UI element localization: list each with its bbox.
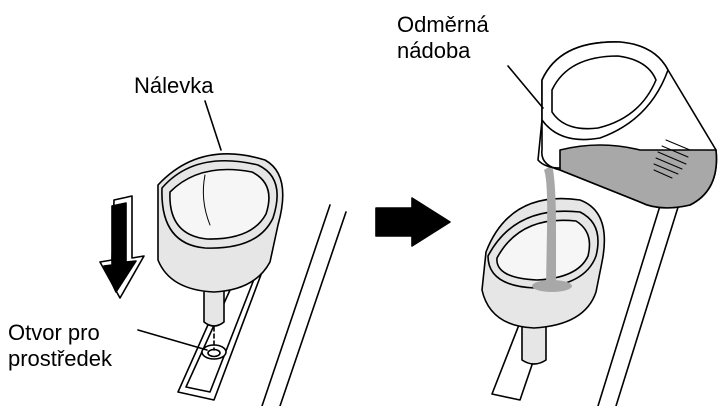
detergent-opening-label-line2: prostředek bbox=[8, 346, 112, 372]
measuring-cup-label-line2: nádoba bbox=[397, 38, 489, 64]
funnel-label: Nálevka bbox=[134, 73, 213, 99]
measuring-cup-label-line1: Odměrná bbox=[397, 12, 489, 38]
right-rail-inner bbox=[616, 188, 684, 406]
opening-leader bbox=[138, 330, 207, 350]
left-rail-inner bbox=[280, 212, 346, 406]
measuring-cup bbox=[538, 42, 716, 208]
down-arrow-icon bbox=[100, 196, 144, 298]
right-rail-outer bbox=[598, 180, 668, 406]
cup-leader bbox=[508, 66, 543, 108]
detergent-opening-label-line1: Otvor pro bbox=[8, 320, 112, 346]
measuring-cup-label: Odměrná nádoba bbox=[397, 12, 489, 64]
detergent-opening-label: Otvor pro prostředek bbox=[8, 320, 112, 372]
funnel-leader bbox=[205, 101, 221, 150]
right-arrow-icon bbox=[376, 198, 450, 246]
